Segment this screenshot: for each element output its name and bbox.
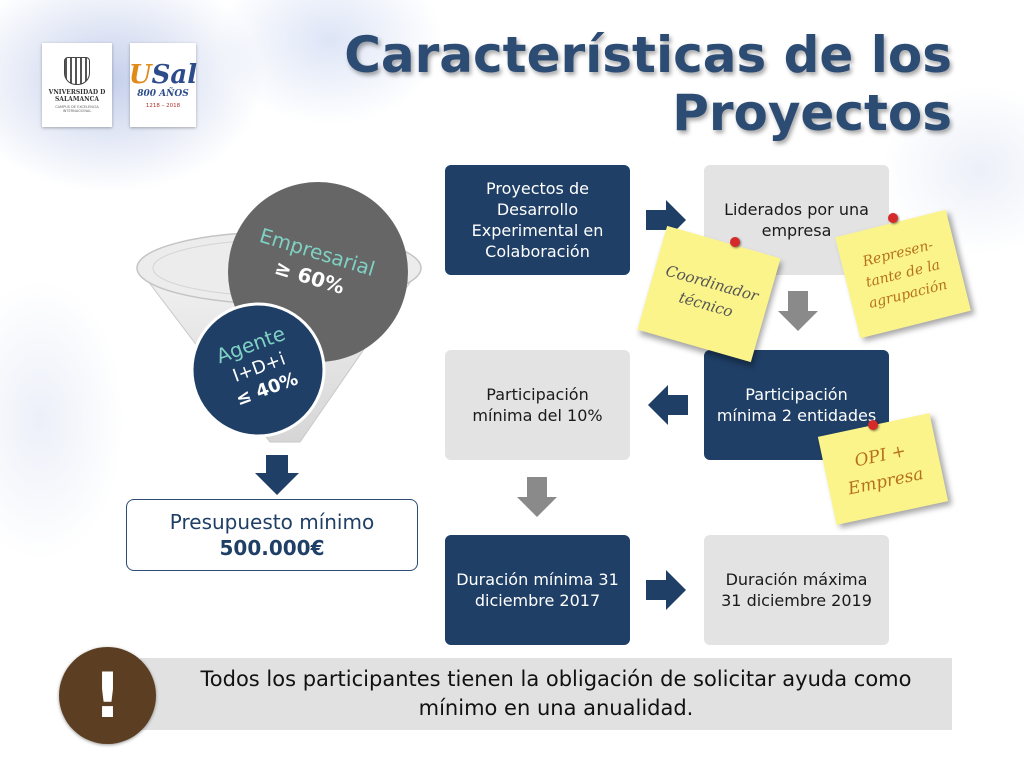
- slide-title: Características de los Proyectos: [312, 26, 952, 142]
- slide-title-line2: Proyectos: [672, 84, 952, 142]
- usal-logo-name: VNIVERSIDAD D SALAMANCA: [48, 89, 106, 103]
- box-duracion-max: Duración máxima 31 diciembre 2019: [704, 535, 889, 645]
- funnel-circle-agente: [190, 302, 326, 438]
- funnel-diagram: Empresarial ≥ 60% Agente I+D+i ≤ 40%: [136, 182, 422, 443]
- usal-800-anos: 800 AÑOS: [137, 89, 189, 99]
- note-representante-text: Represen-tante de la agrupación: [860, 236, 949, 312]
- budget-label: Presupuesto mínimo: [169, 510, 375, 534]
- arrow-right-icon: [646, 570, 686, 610]
- pushpin-icon: [730, 237, 740, 247]
- obligation-banner: Todos los participantes tienen la obliga…: [140, 658, 952, 730]
- usal-800-logo: USal 800 AÑOS 1218 – 2018: [128, 43, 198, 127]
- obligation-text: Todos los participantes tienen la obliga…: [200, 667, 912, 720]
- note-coordinador-text: Coordinador técnico: [663, 261, 761, 321]
- slide-title-line1: Características de los: [344, 26, 952, 84]
- arrow-down-icon: [778, 291, 818, 331]
- arrow-down-icon: [517, 477, 557, 517]
- arrow-left-icon: [648, 385, 688, 425]
- pushpin-icon: [868, 420, 878, 430]
- arrow-down-funnel-icon: [255, 455, 299, 495]
- usal-crest-icon: [64, 57, 90, 85]
- usal-logo: VNIVERSIDAD D SALAMANCA CAMPUS DE EXCELE…: [42, 43, 112, 127]
- usal-800-mark: USal: [128, 60, 198, 90]
- box-duracion-min: Duración mínima 31 diciembre 2017: [445, 535, 630, 645]
- budget-value: 500.000€: [219, 536, 325, 560]
- usal-800-years: 1218 – 2018: [145, 103, 181, 109]
- box-participacion-10: Participación mínima del 10%: [445, 350, 630, 460]
- exclamation-icon: !: [59, 647, 156, 744]
- note-opi-text: OPI + Empresa: [846, 441, 926, 500]
- usal-logo-tagline: CAMPUS DE EXCELENCIA INTERNACIONAL: [55, 105, 99, 113]
- box-proyectos: Proyectos de Desarrollo Experimental en …: [445, 165, 630, 275]
- box-liderados: Liderados por una empresa: [704, 165, 889, 275]
- budget-box: Presupuesto mínimo 500.000€: [126, 499, 418, 571]
- pushpin-icon: [888, 213, 898, 223]
